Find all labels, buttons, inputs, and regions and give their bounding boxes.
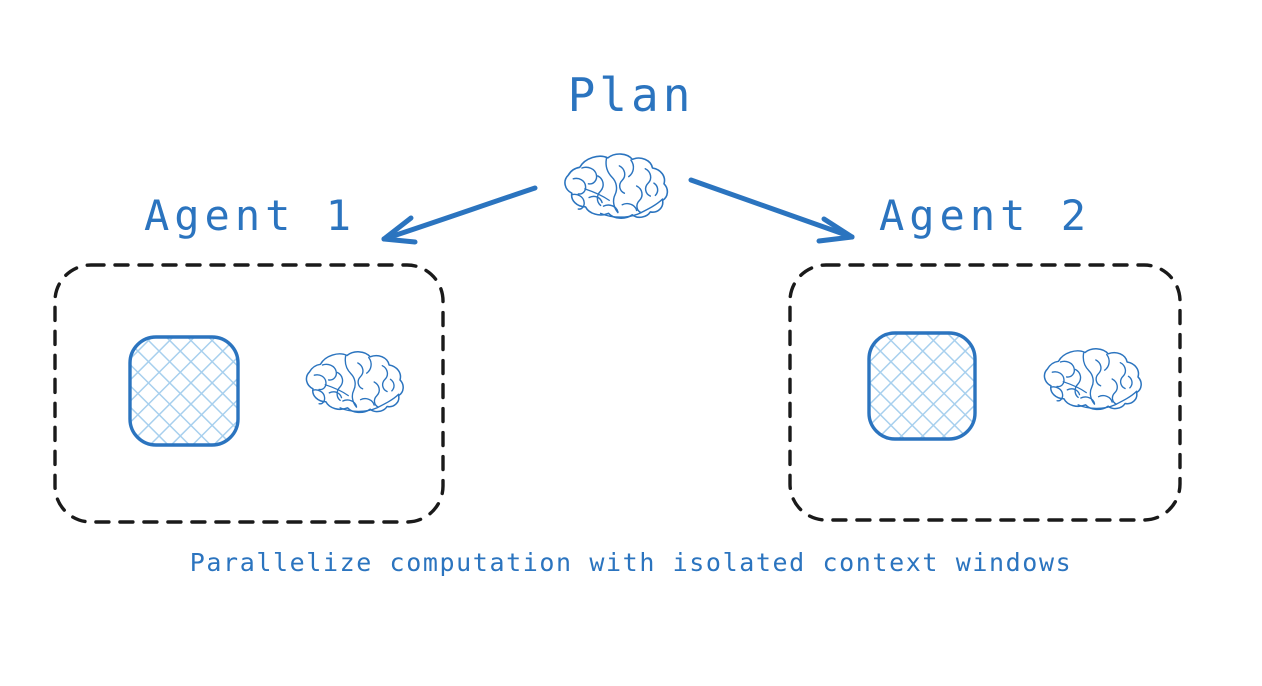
arrow-icon [381,185,538,245]
context-window-icon [867,331,977,441]
brain-icon [1043,348,1142,411]
agent-1-group [53,263,445,524]
agent-1-label: Agent 1 [143,191,356,240]
agent-2-group [788,263,1182,522]
brain-icon [564,153,669,219]
dashed-boundary [53,263,445,524]
brain-icon [305,351,404,414]
page-title: Plan [567,68,695,122]
dashed-boundary [788,263,1182,522]
diagram-caption: Parallelize computation with isolated co… [189,548,1073,577]
arrow-icon [688,177,855,244]
agent-2-label: Agent 2 [878,191,1091,240]
context-window-icon [128,335,240,447]
